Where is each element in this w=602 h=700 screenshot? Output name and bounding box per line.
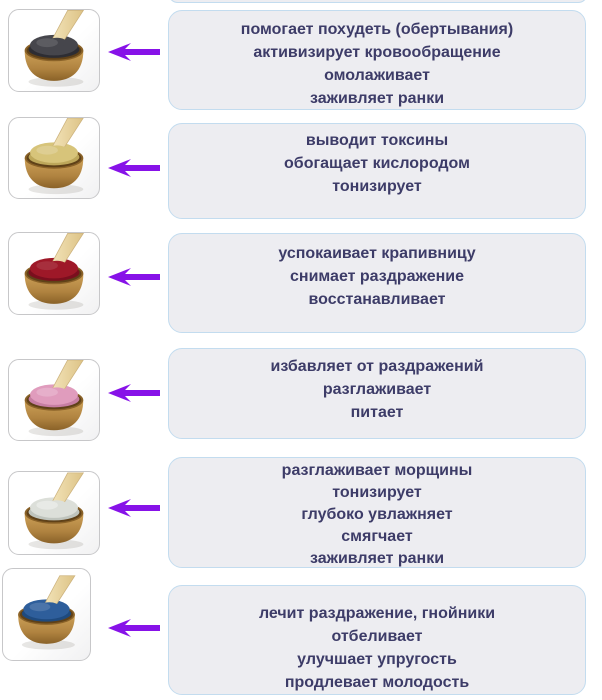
benefit-line: помогает похудеть (обертывания) xyxy=(240,21,514,38)
benefits-box-blue-clay: лечит раздражение, гнойники отбеливает у… xyxy=(168,585,586,695)
benefit-line: восстанавливает xyxy=(308,291,446,308)
benefit-line: выводит токсины xyxy=(305,132,449,149)
benefits-box-pink-clay: избавляет от раздражений разглаживает пи… xyxy=(168,348,586,439)
cutoff-box-edge xyxy=(168,0,588,3)
benefit-line: избавляет от раздражений xyxy=(270,358,484,375)
red-clay-bowl-icon xyxy=(24,233,85,310)
benefit-line: питает xyxy=(350,404,404,421)
yellow-clay-bowl-icon xyxy=(24,118,84,195)
left-arrow-icon xyxy=(108,159,160,177)
benefit-line: обогащает кислородом xyxy=(284,155,470,172)
benefit-line: разглаживает xyxy=(322,381,432,398)
benefit-line: успокаивает крапивницу xyxy=(278,245,476,262)
benefit-line: отбеливает xyxy=(331,628,423,645)
benefits-box-yellow-clay: выводит токсины обогащает кислородом тон… xyxy=(168,123,586,219)
left-arrow-icon xyxy=(108,43,160,61)
benefit-line: заживляет ранки xyxy=(309,550,445,567)
benefit-line: тонизирует xyxy=(332,484,422,501)
benefit-line: заживляет ранки xyxy=(309,90,445,107)
left-arrow-icon xyxy=(108,619,160,637)
black-clay-bowl-icon xyxy=(24,10,85,87)
benefit-line: снимает раздражение xyxy=(290,268,464,285)
pink-clay-bowl-icon xyxy=(24,360,84,437)
clay-photo-white xyxy=(8,471,100,555)
benefit-line: тонизирует xyxy=(332,178,422,195)
benefits-box-white-clay: разглаживает морщины тонизирует глубоко … xyxy=(168,457,586,568)
blue-clay-bowl-icon xyxy=(18,575,76,650)
benefit-line: омолаживает xyxy=(324,67,430,84)
clay-photo-red xyxy=(8,232,100,315)
benefit-line: смягчает xyxy=(341,528,413,545)
benefit-line: улучшает упругость xyxy=(297,651,457,668)
benefit-line: разглаживает морщины xyxy=(281,462,473,479)
benefits-box-red-clay: успокаивает крапивницу снимает раздражен… xyxy=(168,233,586,333)
white-clay-bowl-icon xyxy=(24,472,85,550)
clay-photo-black xyxy=(8,9,100,92)
left-arrow-icon xyxy=(108,384,160,402)
benefit-line: продлевает молодость xyxy=(284,674,470,691)
left-arrow-icon xyxy=(108,499,160,517)
benefits-box-black-clay: помогает похудеть (обертывания) активизи… xyxy=(168,10,586,110)
left-arrow-icon xyxy=(108,268,160,286)
clay-photo-yellow xyxy=(8,117,100,199)
clay-photo-pink xyxy=(8,359,100,441)
benefit-line: лечит раздражение, гнойники xyxy=(258,605,496,622)
clay-photo-blue xyxy=(2,568,91,661)
benefit-line: активизирует кровообращение xyxy=(253,44,501,61)
benefit-line: глубоко увлажняет xyxy=(301,506,453,523)
